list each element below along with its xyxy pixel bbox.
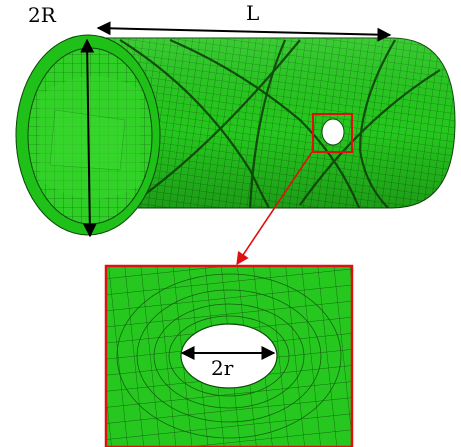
hole-diameter-dimension: 2r [180, 346, 276, 380]
zoom-connector-arrow [236, 151, 313, 266]
length-dimension: L [96, 1, 392, 42]
cylinder-body [87, 37, 456, 209]
surface-hole [321, 118, 345, 146]
hole-diameter-label: 2r [211, 356, 234, 380]
diameter-label: 2R [28, 3, 57, 27]
diameter-dimension: 2R [28, 3, 97, 238]
cylinder-end-face [15, 34, 161, 236]
length-label: L [246, 1, 259, 25]
hole-highlight-box [312, 113, 353, 153]
